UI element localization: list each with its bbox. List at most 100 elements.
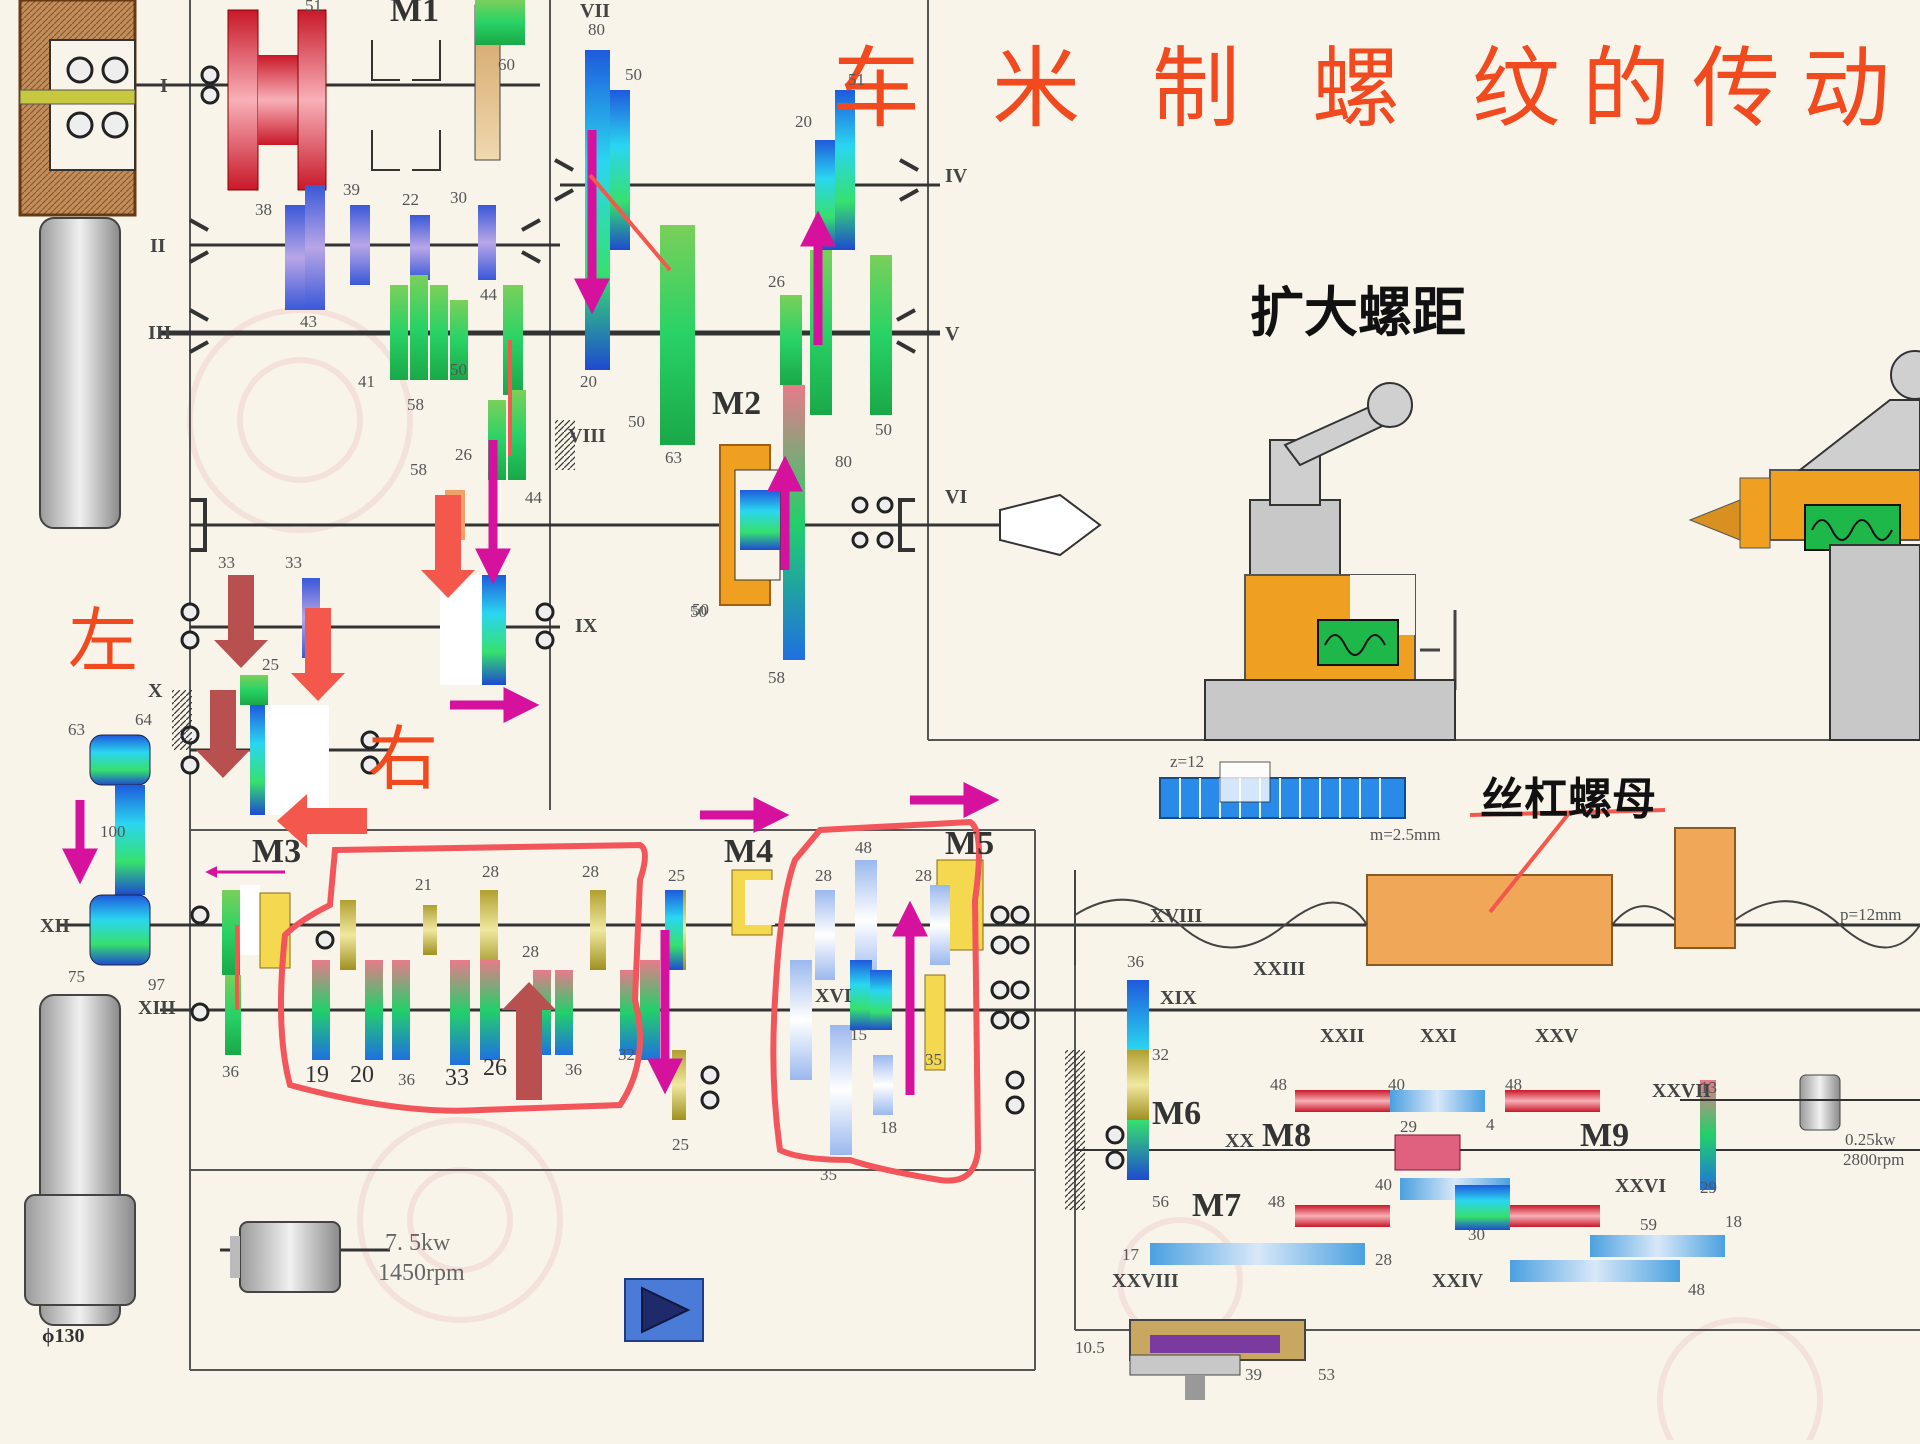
gear-number: 17 <box>1122 1245 1139 1264</box>
gear-number: 48 <box>1505 1075 1522 1094</box>
gear-number: 33 <box>285 553 302 572</box>
right-label: 右 <box>368 718 438 800</box>
gear-number: 41 <box>358 372 375 391</box>
shaft-label: XXIII <box>1253 958 1306 980</box>
gear-number: 48 <box>1688 1280 1705 1299</box>
gear-number: 28 <box>582 862 599 881</box>
gear-number: 32 <box>618 1045 635 1064</box>
shaft-label: III <box>148 322 172 344</box>
gear-number: 22 <box>402 190 419 209</box>
shaft-label: I <box>160 75 168 97</box>
gear-number: 35 <box>820 1165 837 1184</box>
gear-number: 33 <box>445 1065 469 1091</box>
gear-number: 20 <box>580 372 597 391</box>
gear-number: 50 <box>450 360 467 379</box>
gear-number: 10.5 <box>1075 1338 1105 1357</box>
gear-number: 40 <box>1388 1075 1405 1094</box>
rack-teeth: z=12 <box>1170 752 1205 771</box>
shaft-label: XXI <box>1420 1025 1457 1047</box>
shaft-label: IV <box>945 165 968 187</box>
gear-number: 35 <box>925 1050 942 1069</box>
gear-number: 21 <box>415 875 432 894</box>
gear-number: 26 <box>483 1055 507 1081</box>
gear-number: 36 <box>565 1060 582 1079</box>
gear-number: 28 <box>482 862 499 881</box>
gear-number: 50 <box>690 602 707 621</box>
gear-number: 63 <box>665 448 682 467</box>
gear-number: 25 <box>668 866 685 885</box>
shaft-label: XIX <box>1160 987 1197 1009</box>
gear-number: 32 <box>1152 1045 1169 1064</box>
gear-number: 100 <box>100 822 126 841</box>
gear-number: 40 <box>1375 1175 1392 1194</box>
shaft-label: II <box>150 235 166 257</box>
clutch-label: M6 <box>1152 1095 1202 1132</box>
gear-number: 53 <box>1318 1365 1335 1384</box>
gear-number: 36 <box>1127 952 1144 971</box>
lead-screw-pitch: p=12mm <box>1840 905 1902 924</box>
clutch-label: M1 <box>390 0 440 29</box>
gear-number: 36 <box>222 1062 239 1081</box>
shaft-label: XXII <box>1320 1025 1365 1047</box>
gear-number: 44 <box>525 488 542 507</box>
shaft-label: VII <box>580 0 611 22</box>
gear-number: 28 <box>522 942 539 961</box>
gear-number: 60 <box>498 55 515 74</box>
clutch-label: M9 <box>1580 1117 1630 1154</box>
gear-number: 64 <box>135 710 152 729</box>
shaft-label: IX <box>575 615 598 637</box>
shaft-label: VI <box>945 486 968 508</box>
gear-number: 58 <box>410 460 427 479</box>
shaft-label: XII <box>40 915 71 937</box>
shaft-label: X <box>148 680 163 702</box>
gear-number: 50 <box>628 412 645 431</box>
gear-number: 15 <box>850 1025 867 1044</box>
gear-number: 44 <box>480 285 497 304</box>
gear-number: 29 <box>1400 1117 1417 1136</box>
gear-number: 80 <box>835 452 852 471</box>
clutch-label: M2 <box>712 385 762 422</box>
gear-number: 58 <box>407 395 424 414</box>
gear-number: 29 <box>1700 1178 1717 1197</box>
gear-number: 75 <box>68 967 85 986</box>
gear-number: 38 <box>255 200 272 219</box>
clutch-label: M7 <box>1192 1187 1242 1224</box>
main-motor-speed: 1450rpm <box>378 1260 465 1286</box>
clutch-label: M4 <box>724 833 774 870</box>
gear-number: 33 <box>218 553 235 572</box>
aux-motor-power: 0.25kw <box>1845 1130 1896 1149</box>
gear-number: 4 <box>1486 1115 1495 1134</box>
shaft-label: XXVI <box>1615 1175 1667 1197</box>
shaft-label: V <box>945 323 960 345</box>
shaft-label: XXVIII <box>1112 1270 1179 1292</box>
gear-number: 51 <box>848 70 865 89</box>
play-icon <box>641 1286 691 1334</box>
left-label: 左 <box>68 600 138 682</box>
gear-number: 48 <box>1268 1192 1285 1211</box>
play-button[interactable] <box>624 1278 704 1342</box>
shaft-label: VIII <box>568 425 606 447</box>
gear-number: 63 <box>68 720 85 739</box>
clutch-label: M3 <box>252 833 302 870</box>
shaft-label: XXVII <box>1652 1080 1711 1102</box>
gear-number: 19 <box>305 1062 329 1088</box>
gear-number: 20 <box>795 112 812 131</box>
gear-number: 58 <box>768 668 785 687</box>
shaft-label: XX <box>1225 1130 1254 1152</box>
diagram-title: 车 米 制 螺 纹的传动 <box>832 37 1912 140</box>
shaft-label: XXV <box>1535 1025 1579 1047</box>
gear-number: 56 <box>1152 1192 1169 1211</box>
gear-number: 59 <box>1640 1215 1657 1234</box>
clutch-label: M8 <box>1262 1117 1312 1154</box>
gear-number: 51 <box>305 0 322 15</box>
gear-number: 26 <box>768 272 785 291</box>
shaft-label: XVIII <box>1150 905 1203 927</box>
gear-number: 13 <box>1700 1078 1717 1097</box>
gear-number: 30 <box>1468 1225 1485 1244</box>
gear-number: 97 <box>148 975 165 994</box>
enlarge-pitch-label: 扩大螺距 <box>1250 281 1466 344</box>
gear-number: 28 <box>915 866 932 885</box>
gear-number: 20 <box>350 1062 374 1088</box>
gear-number: 50 <box>875 420 892 439</box>
